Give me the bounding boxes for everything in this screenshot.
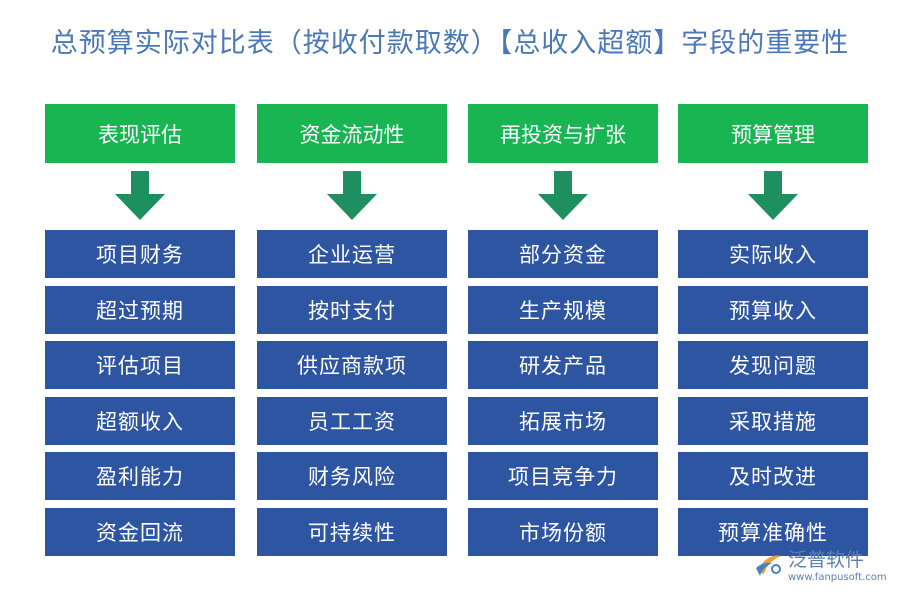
item-list: 部分资金 生产规模 研发产品 拓展市场 项目竞争力 市场份额 <box>468 230 658 556</box>
down-arrow-icon <box>678 163 868 230</box>
item-list: 实际收入 预算收入 发现问题 采取措施 及时改进 预算准确性 <box>678 230 868 556</box>
list-item: 供应商款项 <box>257 341 447 389</box>
list-item: 部分资金 <box>468 230 658 278</box>
watermark: 泛普软件 www.fanpusoft.com <box>754 548 887 588</box>
list-item: 评估项目 <box>45 341 235 389</box>
down-arrow-icon <box>468 163 658 230</box>
list-item: 项目财务 <box>45 230 235 278</box>
list-item: 超过预期 <box>45 285 235 334</box>
list-item: 按时支付 <box>257 285 447 334</box>
down-arrow-icon <box>45 163 235 230</box>
column-header: 资金流动性 <box>257 104 447 163</box>
column-header: 表现评估 <box>45 104 235 163</box>
list-item: 盈利能力 <box>45 452 235 500</box>
list-item: 生产规模 <box>468 285 658 334</box>
list-item: 研发产品 <box>468 341 658 389</box>
list-item: 员工工资 <box>257 396 447 445</box>
list-item: 项目竞争力 <box>468 452 658 500</box>
column-header: 预算管理 <box>678 104 868 163</box>
list-item: 采取措施 <box>678 396 868 445</box>
item-list: 企业运营 按时支付 供应商款项 员工工资 财务风险 可持续性 <box>257 230 447 556</box>
down-arrow-icon <box>257 163 447 230</box>
list-item: 拓展市场 <box>468 396 658 445</box>
column-budget-management: 预算管理 实际收入 预算收入 发现问题 采取措施 及时改进 预算准确性 <box>678 104 868 563</box>
list-item: 企业运营 <box>257 230 447 278</box>
list-item: 预算准确性 <box>678 507 868 556</box>
watermark-url: www.fanpusoft.com <box>788 572 887 583</box>
fanpu-logo-icon <box>756 555 781 576</box>
list-item: 资金回流 <box>45 507 235 556</box>
column-liquidity: 资金流动性 企业运营 按时支付 供应商款项 员工工资 财务风险 可持续性 <box>257 104 447 563</box>
list-item: 及时改进 <box>678 452 868 500</box>
list-item: 可持续性 <box>257 507 447 556</box>
list-item: 实际收入 <box>678 230 868 278</box>
column-header: 再投资与扩张 <box>468 104 658 163</box>
page-title: 总预算实际对比表（按收付款取数）【总收入超额】字段的重要性 <box>50 28 850 59</box>
list-item: 财务风险 <box>257 452 447 500</box>
list-item: 预算收入 <box>678 285 868 334</box>
list-item: 超额收入 <box>45 396 235 445</box>
column-performance-evaluation: 表现评估 项目财务 超过预期 评估项目 超额收入 盈利能力 资金回流 <box>45 104 235 563</box>
column-reinvestment: 再投资与扩张 部分资金 生产规模 研发产品 拓展市场 项目竞争力 市场份额 <box>468 104 658 563</box>
item-list: 项目财务 超过预期 评估项目 超额收入 盈利能力 资金回流 <box>45 230 235 556</box>
watermark-name: 泛普软件 <box>788 549 865 571</box>
list-item: 市场份额 <box>468 507 658 556</box>
list-item: 发现问题 <box>678 341 868 389</box>
